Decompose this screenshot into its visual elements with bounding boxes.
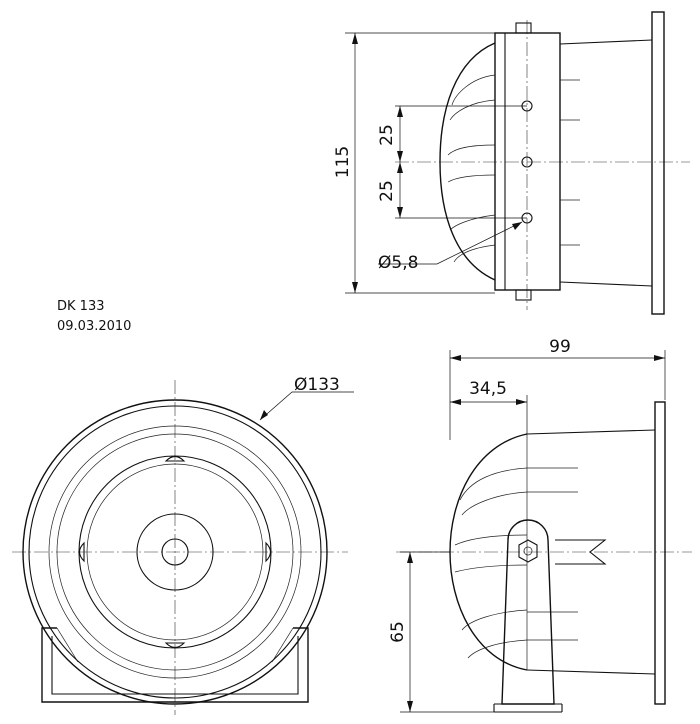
depth-front-label: 34,5 (469, 379, 507, 399)
side-view-wall-mount (395, 11, 690, 315)
dimension-mount-height-65: 65 (388, 551, 494, 713)
side-view-foot-mount (396, 401, 692, 713)
date-label: 09.03.2010 (57, 319, 131, 334)
dimension-hole-spacing: 25 25 (377, 105, 527, 219)
dimension-depth-99: 99 (449, 337, 666, 440)
front-view (12, 380, 348, 715)
model-label: DK 133 (57, 299, 104, 314)
height-total-label: 115 (333, 146, 353, 178)
dimension-outer-diameter: Ø133 (259, 375, 354, 421)
dimension-depth-34-5: 34,5 (450, 379, 528, 434)
dimension-hole-diameter: Ø5,8 (378, 221, 523, 273)
hole-diameter-label: Ø5,8 (378, 253, 418, 273)
hole-spacing-upper-label: 25 (377, 124, 397, 146)
outer-diameter-label: Ø133 (294, 375, 340, 395)
depth-total-label: 99 (549, 337, 571, 357)
hole-spacing-lower-label: 25 (377, 180, 397, 202)
dimension-height-115: 115 (333, 32, 495, 294)
mount-height-label: 65 (388, 621, 408, 643)
